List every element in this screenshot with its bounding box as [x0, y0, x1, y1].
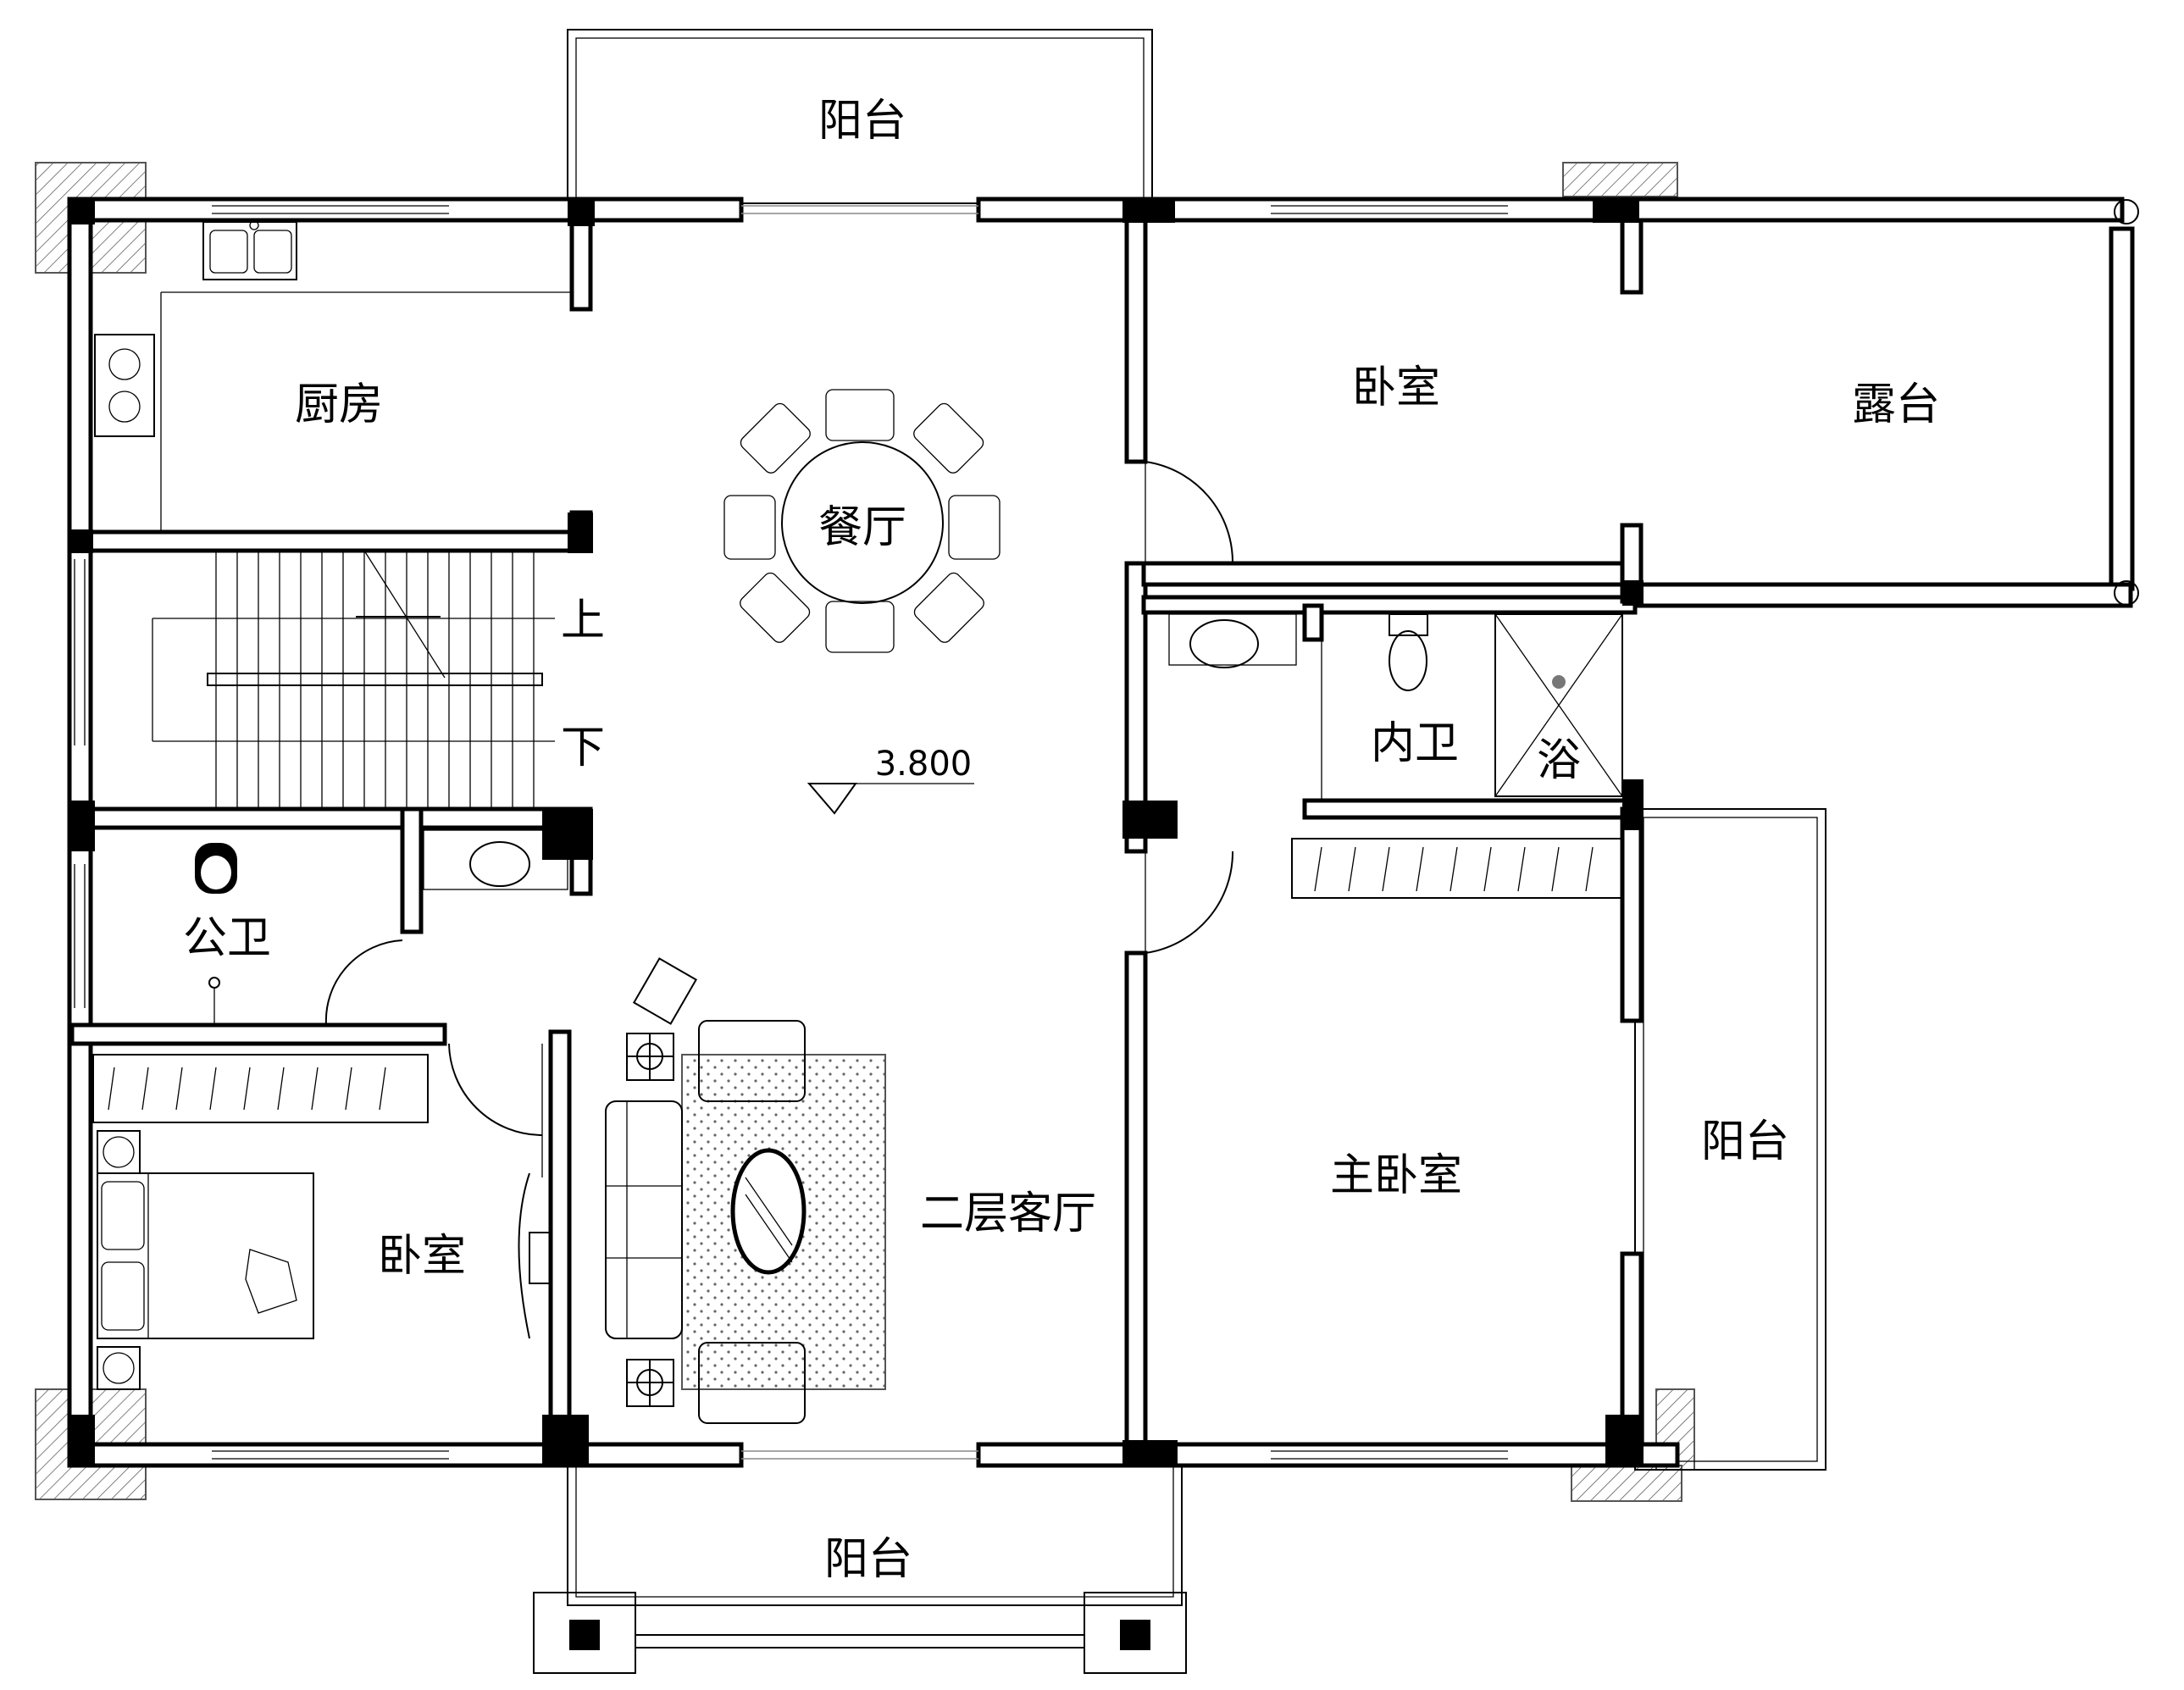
label-living: 二层客厅	[920, 1189, 1096, 1239]
label-bedroom-ne: 卧室	[1352, 363, 1440, 413]
elevation-marker	[807, 783, 974, 815]
label-balcony-top: 阳台	[818, 96, 906, 147]
public-bath-fixtures	[195, 829, 568, 1025]
label-public-bath: 公卫	[183, 913, 271, 964]
label-balcony-right: 阳台	[1701, 1117, 1789, 1167]
inner-bath-fixtures	[1168, 613, 1623, 801]
room-labels: 阳台 厨房 餐厅 卧室 露台 上 下 3.800 内卫 浴 公卫 卧室 二层客厅…	[183, 96, 1940, 1585]
label-stair-down: 下	[561, 723, 605, 773]
label-elevation: 3.800	[875, 745, 973, 784]
staircase	[152, 550, 555, 809]
balconies	[533, 29, 1826, 1674]
label-inner-bath: 内卫	[1371, 718, 1459, 769]
dining-table	[723, 389, 1001, 653]
label-terrace: 露台	[1852, 380, 1940, 430]
columns	[69, 199, 1644, 1466]
label-bedroom-sw: 卧室	[378, 1231, 466, 1282]
label-balcony-bottom: 阳台	[824, 1534, 912, 1585]
bedroom-sw-furniture	[92, 1054, 552, 1390]
kitchen-fixtures	[94, 220, 572, 532]
living-furniture	[605, 957, 886, 1424]
label-dining: 餐厅	[818, 502, 906, 553]
label-stair-up: 上	[561, 596, 605, 646]
windows	[74, 205, 1508, 1460]
label-kitchen: 厨房	[295, 380, 383, 430]
master-wardrobe	[1291, 838, 1623, 899]
label-master-bedroom: 主卧室	[1330, 1150, 1462, 1201]
doors	[324, 461, 1234, 1177]
label-shower: 浴	[1537, 735, 1581, 786]
